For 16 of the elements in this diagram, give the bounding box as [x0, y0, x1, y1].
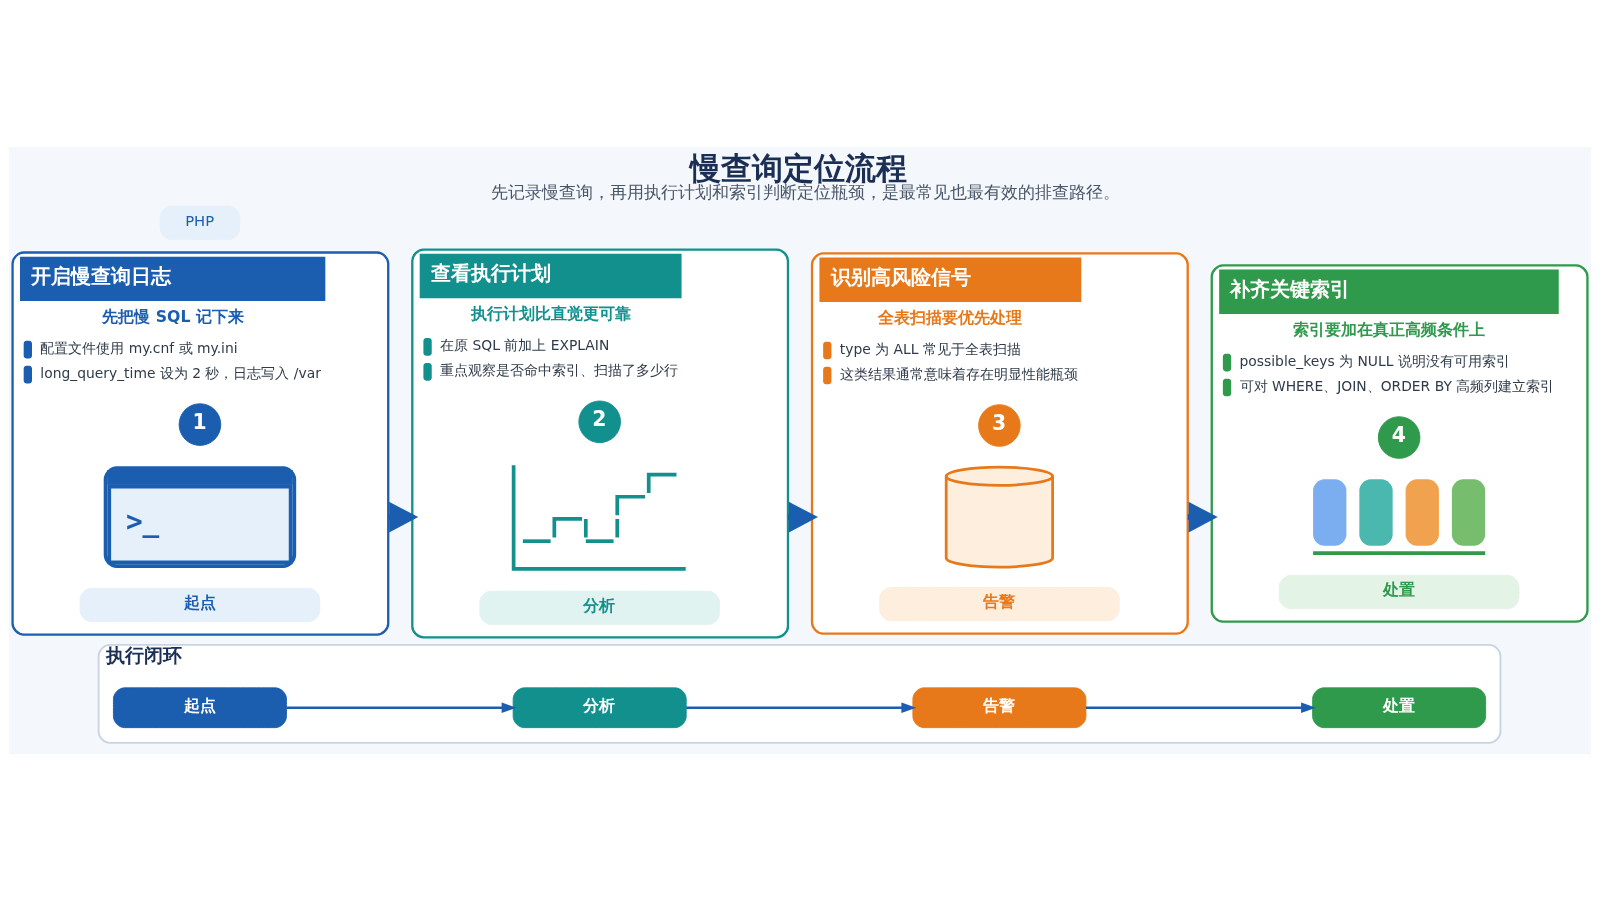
- node-circle: 3: [978, 403, 1021, 447]
- node-box: 告警: [912, 686, 1087, 728]
- node-box: 起点: [112, 686, 287, 728]
- node-box: 处置: [1278, 574, 1520, 609]
- node-box: 告警: [879, 586, 1120, 621]
- arrow: [286, 702, 517, 713]
- node-circle: 4: [1377, 415, 1421, 459]
- node-box: 处置: [1312, 686, 1487, 728]
- node-circle: 2: [578, 400, 621, 443]
- arrow: [686, 702, 917, 713]
- node-box: 起点: [79, 587, 321, 622]
- node-picture: [511, 464, 686, 571]
- node-circle: 1: [178, 402, 222, 446]
- node-box: 分析: [479, 590, 720, 625]
- node-box: 分析: [512, 686, 687, 728]
- arrow: [1085, 702, 1316, 713]
